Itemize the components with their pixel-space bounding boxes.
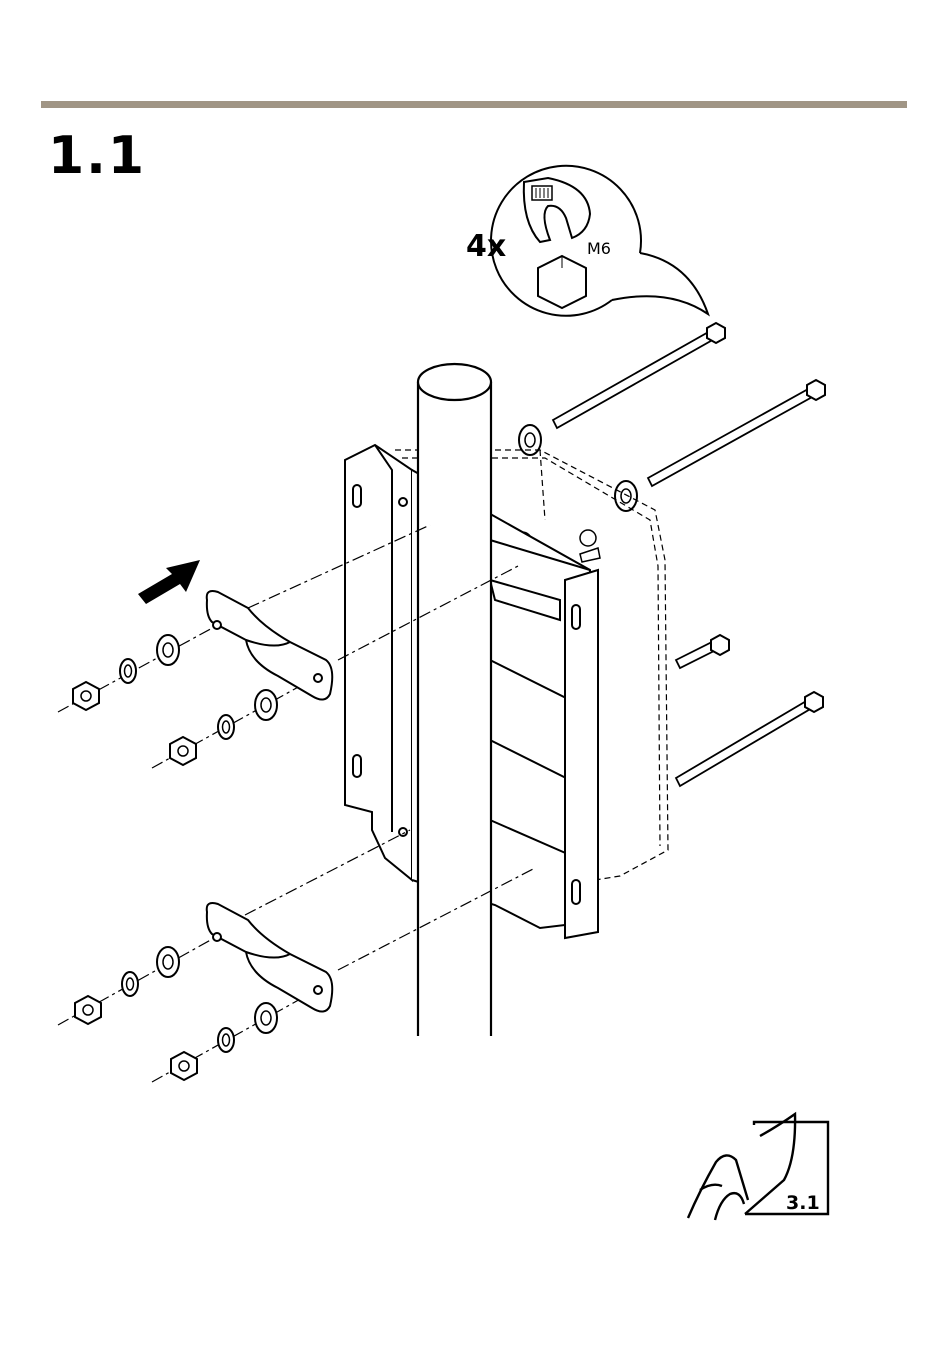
top-washer-right <box>615 481 637 511</box>
wrench-icon <box>524 178 590 242</box>
thread-size-label: M6 <box>587 239 611 258</box>
pole-clamp-upper <box>207 591 333 700</box>
quantity-label: 4x <box>466 229 506 264</box>
pole-clamp-lower <box>207 903 333 1012</box>
pole <box>418 364 491 1036</box>
page-reference-label: 3.1 <box>786 1192 820 1214</box>
hardware-upper-left <box>73 635 179 710</box>
hex-bolt-icon <box>538 256 586 308</box>
hardware-lower-left <box>75 947 179 1024</box>
hardware-lower-right <box>171 1003 277 1080</box>
hardware-upper-right <box>170 690 277 765</box>
arrow-icon <box>138 560 200 604</box>
